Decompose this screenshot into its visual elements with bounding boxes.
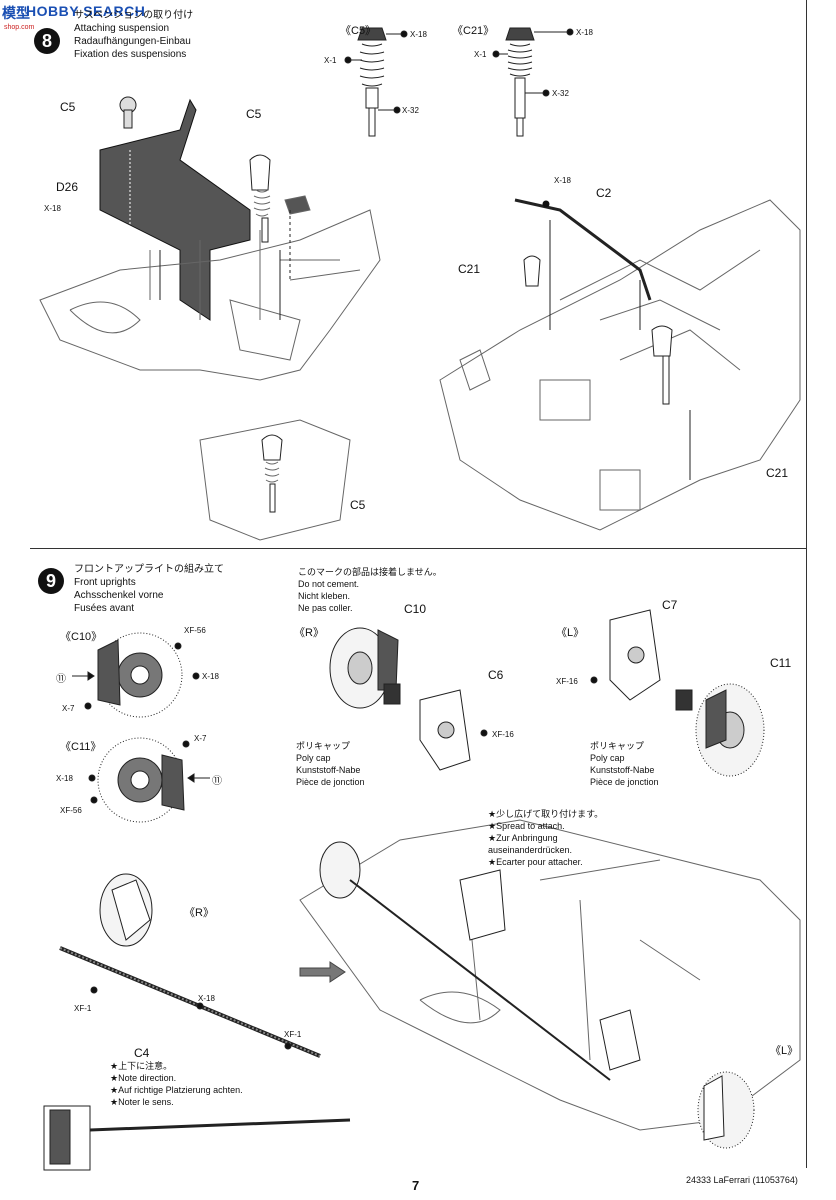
step-8-title-jp: サスペンションの取り付け — [74, 10, 194, 21]
polycap-l-de: Kunststoff-Nabe — [590, 765, 655, 775]
rear-chassis-left — [39, 154, 381, 381]
label-c21-b: C21 — [766, 466, 789, 480]
step-8-number: 8 — [34, 28, 60, 54]
right-upright-assembly — [329, 627, 488, 771]
c4-part-xf1-b: XF-1 — [284, 1030, 302, 1039]
polycap-l-jp: ポリキャップ — [590, 741, 645, 751]
label-x18-b: X-18 — [554, 176, 571, 185]
left-assembly-heading: 《L》 — [770, 1045, 799, 1057]
label-c5-b: C5 — [246, 107, 262, 121]
engine-chassis — [439, 198, 801, 531]
step-8-title-en: Attaching suspension — [74, 23, 170, 34]
c11-detail-heading: 《C11》 — [60, 741, 102, 753]
c4-part-x18: X-18 — [198, 994, 215, 1003]
spread-note-fr: ★Ecarter pour attacher. — [488, 857, 583, 867]
front-chassis-assembly — [299, 819, 801, 1149]
c10-part-x18: X-18 — [202, 672, 219, 681]
step-divider — [30, 548, 806, 549]
c21-part-x1: X-1 — [474, 50, 487, 59]
label-c21-a: C21 — [458, 262, 481, 276]
step-9-title-de: Achsschenkel vorne — [74, 590, 164, 601]
polycap-r-en: Poly cap — [296, 753, 331, 763]
polycap-l-fr: Pièce de jonction — [590, 777, 659, 787]
label-c5-c: C5 — [350, 498, 366, 512]
c5-detail-inset — [199, 419, 351, 541]
polycap-r-jp: ポリキャップ — [296, 741, 351, 751]
c21-part-x32: X-32 — [552, 89, 569, 98]
label-c5-a: C5 — [60, 100, 76, 114]
label-c10: C10 — [404, 602, 427, 616]
c4-tie-rod — [59, 873, 321, 1058]
label-d26: D26 — [56, 180, 79, 194]
c7-part-xf16: XF-16 — [556, 677, 578, 686]
label-c4: C4 — [134, 1046, 150, 1060]
direction-note-de: ★Auf richtige Platzierung achten. — [110, 1085, 243, 1095]
c11-part-xf56: XF-56 — [60, 806, 82, 815]
model-code: 24333 LaFerrari (11053764) — [686, 1175, 798, 1185]
spread-note-en: ★Spread to attach. — [488, 821, 565, 831]
c21-part-x18: X-18 — [576, 28, 593, 37]
c6-part-xf16: XF-16 — [492, 730, 514, 739]
label-c7: C7 — [662, 598, 678, 612]
step-9-title-en: Front uprights — [74, 577, 136, 588]
step-9-number: 9 — [38, 568, 64, 594]
right-border — [806, 0, 807, 1168]
page-number: 7 — [412, 1178, 420, 1193]
c10-disc-detail — [72, 632, 200, 718]
c5-shock-detail — [344, 27, 408, 137]
step-9-title-fr: Fusées avant — [74, 603, 135, 614]
left-side-heading: 《L》 — [556, 627, 585, 639]
no-cement-en: Do not cement. — [298, 579, 360, 589]
no-cement-fr: Ne pas coller. — [298, 603, 353, 613]
c11-part-x18: X-18 — [56, 774, 73, 783]
step-8-title-de: Radaufhängungen-Einbau — [74, 36, 191, 47]
label-x18-a: X-18 — [44, 204, 61, 213]
label-c11: C11 — [770, 656, 792, 670]
spread-note-jp: ★少し広げて取り付けます。 — [488, 809, 604, 819]
c11-disc-detail — [88, 737, 210, 823]
step-8-title-fr: Fixation des suspensions — [74, 49, 187, 60]
right-assembly-heading: 《R》 — [184, 907, 214, 919]
direction-note-jp: ★上下に注意。 — [110, 1061, 173, 1071]
c21-shock-detail — [492, 27, 574, 137]
polycap-l-en: Poly cap — [590, 753, 625, 763]
c10-part-x7: X-7 — [62, 704, 75, 713]
right-side-heading: 《R》 — [294, 627, 324, 639]
polycap-r-de: Kunststoff-Nabe — [296, 765, 361, 775]
step-9-title-jp: フロントアップライトの組み立て — [74, 564, 224, 575]
c5-part-x1: X-1 — [324, 56, 337, 65]
c4-part-xf1-a: XF-1 — [74, 1004, 92, 1013]
c10-part-11: ⑪ — [56, 674, 66, 685]
c10-detail-heading: 《C10》 — [60, 631, 103, 643]
c11-part-11: ⑪ — [212, 776, 222, 787]
watermark-brand-cn: 模型 — [2, 5, 30, 21]
spread-note-de1: ★Zur Anbringung — [488, 833, 558, 843]
direction-note-fr: ★Noter le sens. — [110, 1097, 174, 1107]
tie-rod-inset — [43, 1105, 351, 1171]
label-c2: C2 — [596, 186, 612, 200]
label-c6: C6 — [488, 668, 504, 682]
c21-detail-heading: 《C21》 — [452, 25, 495, 37]
c5-part-x18: X-18 — [410, 30, 427, 39]
left-upright-assembly — [590, 609, 765, 777]
polycap-r-fr: Pièce de jonction — [296, 777, 365, 787]
no-cement-jp: このマークの部品は接着しません。 — [298, 567, 442, 577]
direction-note-en: ★Note direction. — [110, 1073, 177, 1083]
c5-detail-heading: 《C5》 — [340, 25, 377, 37]
d26-bracket — [99, 96, 251, 321]
no-cement-de: Nicht kleben. — [298, 591, 351, 601]
watermark-brand: HOBBY SEARCH — [26, 3, 146, 19]
c11-part-x7: X-7 — [194, 734, 207, 743]
watermark-site: shop.com — [4, 24, 35, 31]
watermark-logo: 模型 HOBBY SEARCH shop.com — [0, 0, 160, 40]
c5-part-x32: X-32 — [402, 106, 419, 115]
spread-note-de2: auseinanderdrücken. — [488, 845, 573, 855]
c10-part-xf56: XF-56 — [184, 626, 206, 635]
